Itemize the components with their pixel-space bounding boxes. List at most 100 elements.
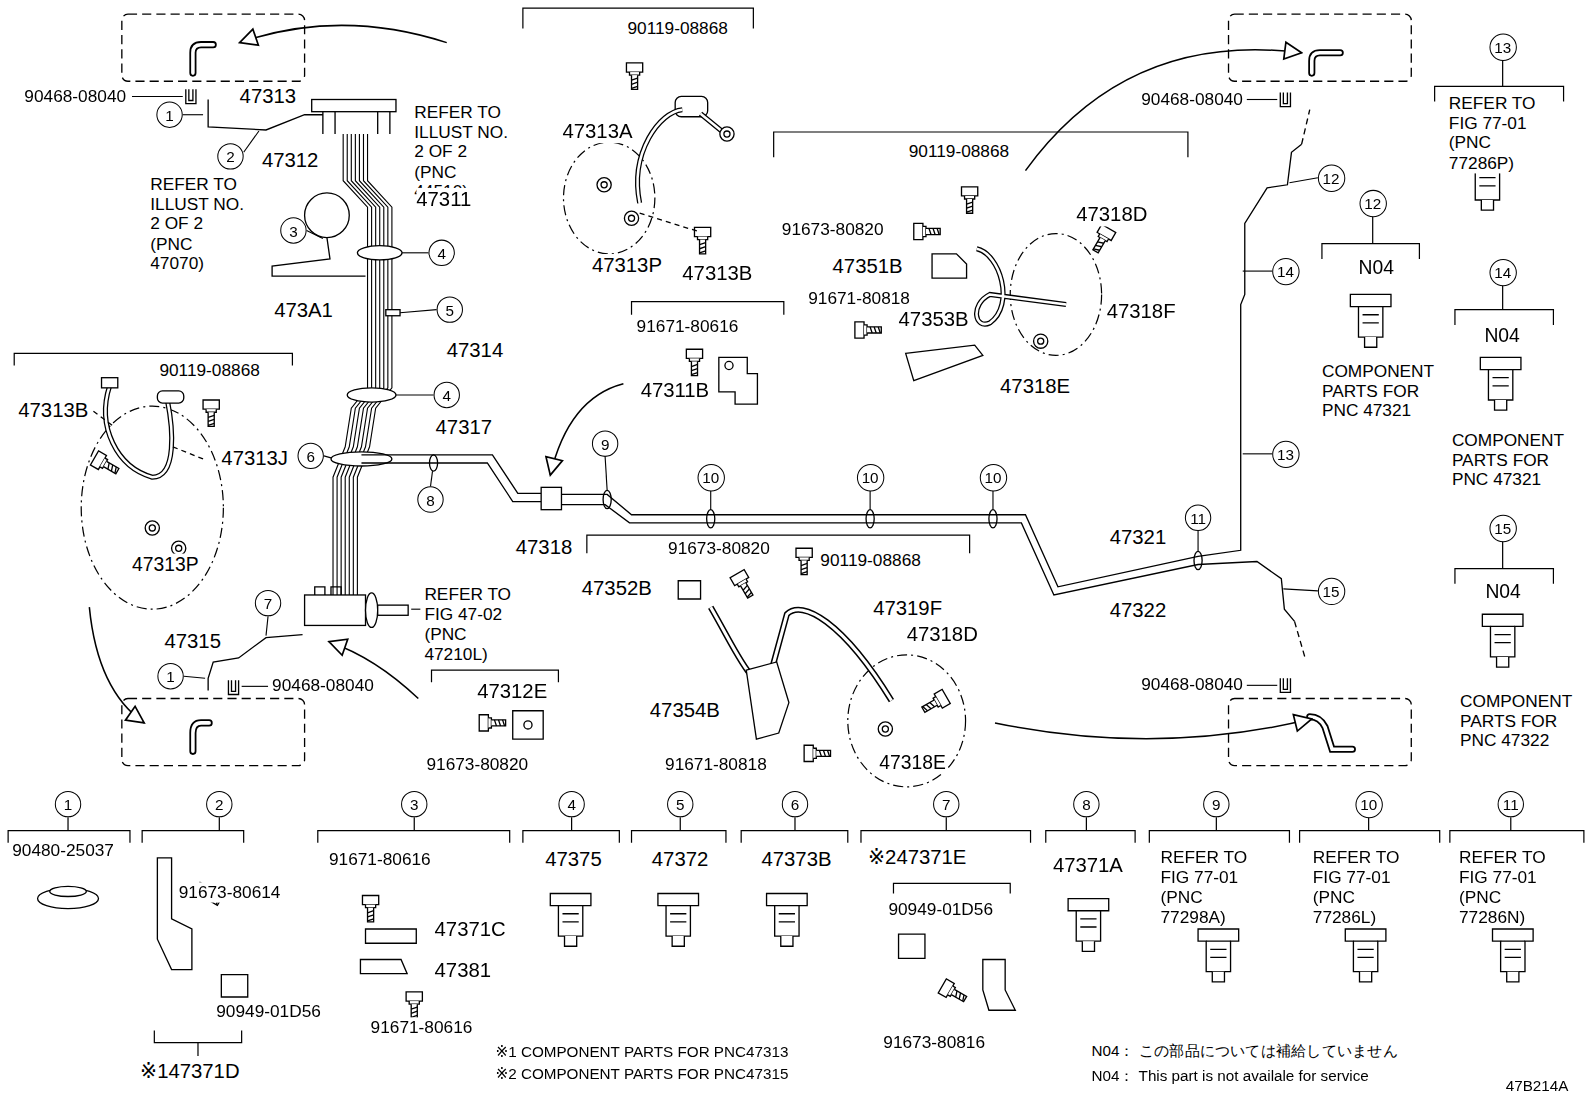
- part-label: 47372: [652, 848, 708, 871]
- part-label: 47311B: [641, 379, 710, 402]
- callout-number: 7: [255, 590, 281, 616]
- part-label: 47313: [240, 85, 296, 108]
- part-label: 47318D: [907, 623, 978, 646]
- part-label: ※2 COMPONENT PARTS FOR PNC47315: [495, 1065, 788, 1083]
- part-label: 90119-08868: [159, 361, 259, 381]
- callout-number: 2: [206, 791, 232, 817]
- callout-number: 15: [1317, 577, 1344, 604]
- part-label: 47371A: [1053, 854, 1123, 877]
- callout-text: 14: [1277, 263, 1294, 278]
- part-label: ※1 COMPONENT PARTS FOR PNC47313: [495, 1043, 788, 1061]
- leader-line: [132, 96, 1318, 686]
- tube-clamp: [331, 246, 1202, 570]
- callout-text: 5: [676, 797, 684, 812]
- callout-number: 3: [280, 217, 306, 243]
- part-label: 91673-80820: [668, 539, 770, 559]
- part-label: 473A1: [274, 299, 333, 322]
- part-label: 47312E: [477, 680, 547, 703]
- callout-text: 4: [567, 797, 575, 812]
- part-label: 91673-80820: [782, 220, 884, 240]
- part-label: 91671-80616: [371, 1018, 473, 1038]
- part-drawing: [38, 63, 1534, 1018]
- callout-text: 10: [862, 470, 879, 485]
- callout-number: 2: [217, 143, 243, 169]
- callout-number: 9: [1203, 791, 1229, 817]
- callout-text: 7: [264, 595, 272, 610]
- group-bracket: [8, 8, 1584, 1056]
- pipe-end-detail: [193, 45, 1352, 752]
- part-label: 90949-01D56: [216, 1002, 321, 1022]
- reference-note: REFER TO ILLUST NO. 2 OF 2 (PNC 44510): [414, 103, 511, 202]
- callout-text: 15: [1323, 583, 1340, 598]
- part-label: 47313J: [221, 447, 288, 470]
- pipe-end-detail: [193, 45, 1352, 752]
- view-arrow: [89, 25, 1311, 738]
- callout-text: 11: [1503, 797, 1519, 812]
- part-label: 47313B: [682, 262, 752, 285]
- detail-circle: [81, 142, 1101, 787]
- part-label: 90949-01D56: [888, 900, 993, 920]
- reference-note: REFER TO ILLUST NO. 2 OF 2 (PNC 47070): [150, 175, 247, 274]
- part-label: 91671-80818: [665, 755, 767, 775]
- part-label: 90468-08040: [1141, 90, 1243, 110]
- part-label: ※247371E: [868, 846, 966, 869]
- part-label: 47313P: [132, 553, 199, 575]
- callout-text: 14: [1494, 264, 1511, 279]
- callout-text: 11: [1190, 510, 1206, 525]
- reference-note: REFER TO FIG 77-01 (PNC 77286L): [1313, 848, 1410, 927]
- callout-number: 9: [592, 430, 618, 456]
- part-label: 90480-25037: [12, 841, 114, 861]
- callout-number: 15: [1489, 514, 1516, 541]
- brake-tube: [208, 100, 1310, 691]
- callout-number: 3: [401, 791, 427, 817]
- part-label: 47352B: [582, 577, 652, 600]
- reference-note: REFER TO FIG 77-01 (PNC 77286N): [1459, 848, 1556, 927]
- callout-number: 1: [55, 791, 81, 817]
- callout-text: 2: [215, 797, 223, 812]
- callout-number: 13: [1272, 440, 1299, 467]
- part-label: N04： この部品については補給していません: [1091, 1042, 1397, 1060]
- callout-number: 10: [979, 463, 1006, 490]
- reference-note: COMPONENT PARTS FOR PNC 47321: [1322, 361, 1439, 421]
- callout-number: 8: [417, 486, 443, 512]
- callout-text: 13: [1494, 39, 1511, 54]
- callout-number: 1: [156, 102, 182, 128]
- reference-note: COMPONENT PARTS FOR PNC 47321: [1452, 430, 1569, 490]
- part-label: 47319F: [873, 597, 942, 620]
- part-label: 47317: [436, 416, 492, 439]
- part-label: 91671-80616: [329, 850, 431, 870]
- callout-number: 6: [782, 791, 808, 817]
- callout-text: 15: [1494, 520, 1511, 535]
- part-label: 47313A: [562, 120, 632, 143]
- part-label: 91673-80614: [179, 883, 281, 903]
- part-label: N04: [1484, 325, 1519, 347]
- part-label: 47322: [1110, 600, 1166, 623]
- callout-number: 11: [1498, 791, 1524, 817]
- callout-number: 12: [1359, 189, 1386, 216]
- callout-number: 12: [1317, 164, 1344, 191]
- callout-text: 10: [985, 470, 1002, 485]
- part-label: 47B214A: [1506, 1078, 1569, 1096]
- callout-text: 8: [1082, 797, 1090, 812]
- part-label: 90468-08040: [272, 676, 374, 696]
- callout-text: 3: [410, 797, 418, 812]
- callout-number: 4: [558, 791, 584, 817]
- part-label: 47318: [516, 537, 572, 560]
- callout-number: 11: [1185, 505, 1211, 531]
- callout-number: 4: [434, 382, 460, 408]
- part-label: 47318E: [879, 751, 946, 773]
- callout-number: 6: [297, 443, 323, 469]
- callout-number: 5: [667, 791, 693, 817]
- part-label: 47312: [262, 149, 318, 172]
- callout-number: 4: [428, 240, 454, 266]
- callout-text: 6: [306, 448, 314, 463]
- part-label: N04: [1485, 581, 1520, 603]
- callout-number: 10: [856, 463, 883, 490]
- callout-text: 4: [443, 387, 451, 402]
- reference-note: REFER TO FIG 77-01 (PNC 77298A): [1160, 848, 1257, 927]
- callout-number: 14: [1489, 258, 1516, 285]
- callout-text: 12: [1323, 170, 1340, 185]
- part-label: 90119-08868: [820, 551, 920, 571]
- part-label: 47313B: [18, 400, 88, 423]
